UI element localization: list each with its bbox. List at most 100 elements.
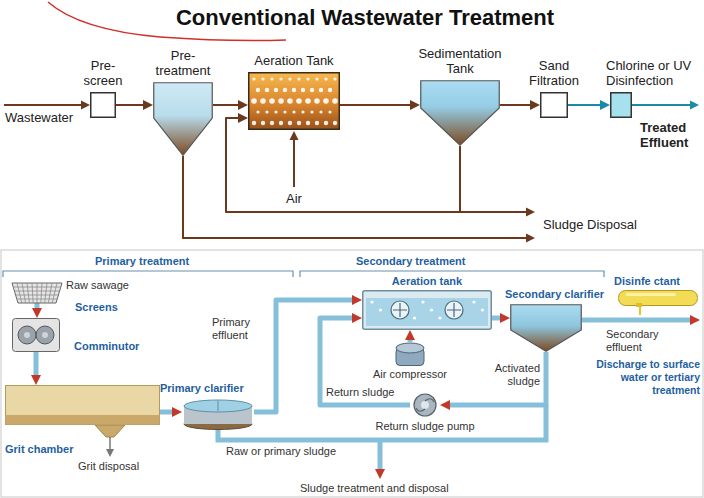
flow-label: Return sludge [326,386,395,399]
node-label: Comminutor [74,340,139,353]
circle-part [301,110,304,113]
node-label: Return sludge pump [370,420,480,433]
panel-frame [1,250,703,497]
circle-part [333,77,336,80]
arrow-head [690,315,700,325]
rect-part [366,298,488,326]
circle-part [413,316,416,319]
circle-part [421,401,429,409]
rect-part [13,319,60,352]
arrow-head [106,449,114,457]
circle-part [256,88,260,92]
circle-part [472,300,475,303]
node-label: Pre-screen [78,58,128,88]
connector [160,410,175,415]
flow-label: Primary effluent [212,316,268,342]
circle-part [306,77,309,80]
line-part [27,283,29,303]
connector [500,104,533,106]
circle-part [319,88,323,92]
input-label: Air [286,191,302,206]
circle-part [292,88,296,92]
circle-part [261,121,265,125]
node-label: Grit chamber [5,443,73,456]
box-outline [610,92,632,118]
circle-part [279,77,282,80]
circle-part [42,332,48,338]
path-part [447,303,461,317]
screens-icon: Screens [12,283,62,303]
node-label: Secondary clarifier [505,288,604,301]
flow-label: Secondary effluent [606,328,668,354]
inflow-arrow [4,104,82,106]
circle-part [414,394,436,416]
path-part [511,305,582,352]
arrow-head [375,469,385,479]
connector [35,303,40,311]
rect-part [611,93,632,118]
rect-part [6,386,160,425]
line-part [37,283,38,303]
dosing-drip [639,306,641,315]
circle-part [274,110,277,113]
air-arrow [293,140,295,187]
section-heading: Secondary treatment [356,255,465,268]
secondary-clarifier: Secondary clarifier [510,304,582,352]
arrow-head [81,101,90,110]
path-part [154,83,213,156]
circle-part [265,88,269,92]
node-label: Disinfe ctant [614,275,680,288]
output-label: Sludge Disposal [543,217,637,232]
pretreatment-tank: Pre-treatment [153,82,213,156]
line-part [48,283,52,303]
circle-part [324,77,327,80]
dosing-tank-art [618,290,698,306]
flow-label: Grit disposal [78,460,139,473]
circle-part [18,326,36,344]
sludge-pump: Return sludge pump [410,392,440,418]
arrow-head [290,131,299,140]
circle-part [328,110,331,113]
line-part [45,283,47,303]
circle-part [319,110,322,113]
disinfectant-tank: Disinfe ctant [618,290,698,306]
tank-outline [153,82,213,156]
circle-part [279,121,283,125]
circle-part [278,98,284,104]
circle-part [314,98,320,104]
compressor-art [392,342,428,366]
pump-art [410,392,440,418]
node-label: Sedimentation Tank [412,46,508,76]
line-part [13,287,61,288]
screen-mesh [12,283,62,303]
node-label: Sand Filtration [523,58,585,88]
circle-part [305,98,311,104]
sludge-line [460,211,526,213]
effluent-pipe [582,318,691,323]
circle-part [256,110,259,113]
node-label: Chlorine or UV Disinfection [606,58,698,88]
circle-part [288,77,291,80]
output-label: Treated Effluent [640,120,702,150]
line-part [22,283,26,303]
circle-part [36,326,54,344]
node-label: Screens [75,301,118,314]
circle-part [333,121,337,125]
sludge-pipe [378,440,383,470]
connector [340,104,413,106]
ellipse-part [184,400,252,412]
box-outline [90,92,116,118]
circle-part [370,300,373,303]
output-label: Sludge treatment and disposal [300,482,449,495]
circle-part [481,308,484,311]
circle-part [265,110,268,113]
circle-part [438,316,441,319]
rect-part [541,93,568,118]
grit-chamber-art [5,385,160,425]
circle-part [297,77,300,80]
tank-outline [510,304,582,352]
rect-part [249,73,340,130]
aeration-tank: Aeration tank [362,290,492,330]
flow-label: Activated sludge [488,362,540,388]
arrow-head [526,234,535,243]
